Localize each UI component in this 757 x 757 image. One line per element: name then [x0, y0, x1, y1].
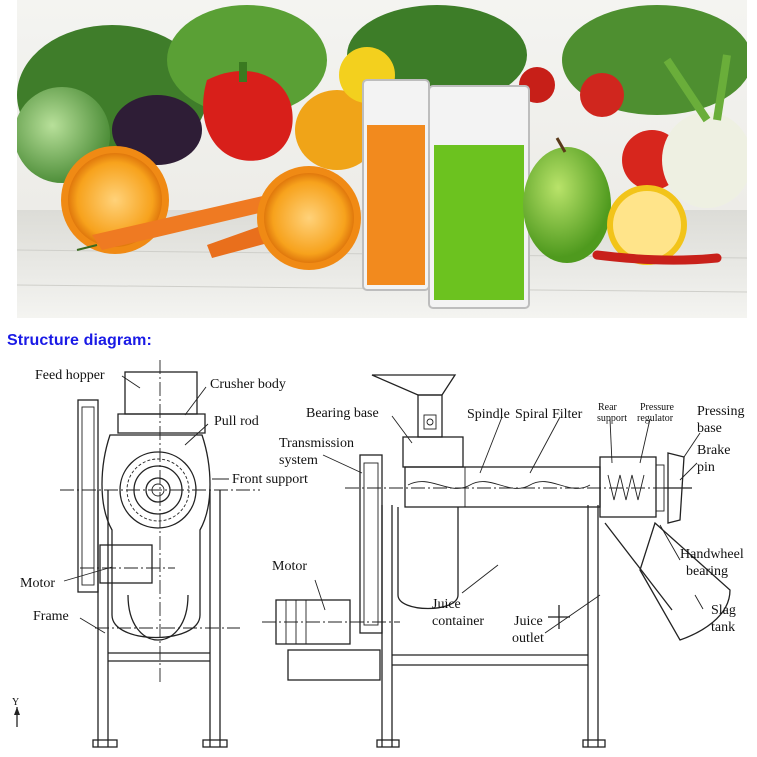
- label-slag-tank-line2: tank: [711, 620, 735, 635]
- label-juice-container-line2: container: [432, 614, 484, 629]
- juicer-line-drawing: Y Feed hopper Crusher body Pull rod Fron…: [12, 360, 744, 748]
- label-motor-right: Motor: [272, 559, 307, 574]
- label-bearing-base: Bearing base: [306, 406, 379, 421]
- label-juice-outlet-line1: Juice: [514, 614, 543, 629]
- label-pressure-regulator-line2: regulator: [637, 413, 674, 424]
- side-view: [262, 374, 731, 748]
- label-pressing-base-line1: Pressing: [697, 404, 744, 419]
- label-brake-pin-line2: pin: [697, 460, 715, 475]
- label-pressing-base-line2: base: [697, 421, 722, 436]
- label-brake-pin-line1: Brake: [697, 443, 730, 458]
- label-transmission-line2: system: [279, 453, 318, 468]
- label-juice-outlet-line2: outlet: [512, 631, 544, 646]
- label-crusher-body: Crusher body: [210, 377, 286, 392]
- y-axis-marker: Y: [12, 697, 20, 727]
- fruit-vegetable-juice-illustration: [17, 0, 747, 318]
- label-pressure-regulator-line1: Pressure: [640, 402, 674, 413]
- label-pull-rod: Pull rod: [214, 414, 259, 429]
- label-juice-container-line1: Juice: [432, 597, 461, 612]
- product-photo: [17, 0, 747, 318]
- y-axis-label: Y: [12, 697, 19, 708]
- label-rear-support-line2: support: [597, 413, 627, 424]
- label-transmission-line1: Transmission: [279, 436, 354, 451]
- label-slag-tank-line1: Slag: [711, 603, 736, 618]
- label-spiral-filter: Spiral Filter: [515, 407, 583, 422]
- front-view: [60, 360, 260, 748]
- label-spindle: Spindle: [467, 407, 510, 422]
- label-front-support: Front support: [232, 472, 308, 487]
- leader-lines: [63, 375, 704, 634]
- structure-diagram: Y Feed hopper Crusher body Pull rod Fron…: [0, 355, 757, 757]
- diagram-labels: Feed hopper Crusher body Pull rod Front …: [20, 368, 744, 646]
- structure-diagram-heading: Structure diagram:: [7, 332, 152, 349]
- label-frame: Frame: [33, 609, 69, 624]
- label-handwheel-bearing-line2: bearing: [686, 564, 728, 579]
- label-motor-left: Motor: [20, 576, 55, 591]
- label-rear-support-line1: Rear: [598, 402, 618, 413]
- label-handwheel-bearing-line1: Handwheel: [680, 547, 744, 562]
- label-feed-hopper: Feed hopper: [35, 368, 105, 383]
